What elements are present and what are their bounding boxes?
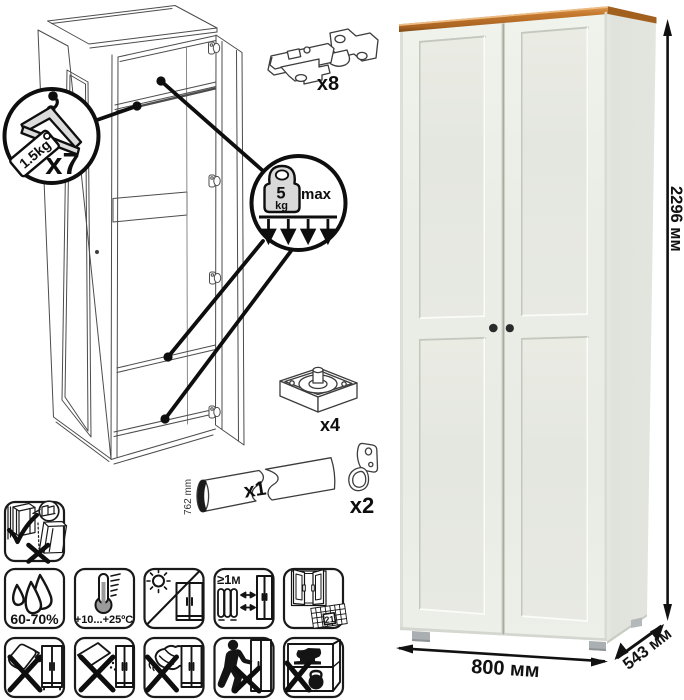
svg-text:x2: x2 [350, 493, 374, 518]
svg-text:x1: x1 [242, 477, 267, 502]
svg-text:≥1M: ≥1M [217, 572, 241, 587]
svg-text:x4: x4 [320, 415, 340, 435]
svg-text:2296 мм: 2296 мм [667, 186, 684, 252]
svg-text:+10...+25ºC: +10...+25ºC [75, 614, 134, 626]
svg-text:762 mm: 762 mm [183, 479, 194, 515]
svg-text:800 мм: 800 мм [470, 656, 540, 682]
svg-text:x8: x8 [317, 73, 339, 95]
svg-text:5: 5 [276, 185, 285, 203]
svg-text:21: 21 [324, 614, 335, 625]
svg-text:kg: kg [275, 200, 288, 212]
svg-text:60-70%: 60-70% [10, 611, 59, 627]
svg-text:max: max [301, 186, 332, 203]
svg-text:x7: x7 [45, 146, 79, 181]
